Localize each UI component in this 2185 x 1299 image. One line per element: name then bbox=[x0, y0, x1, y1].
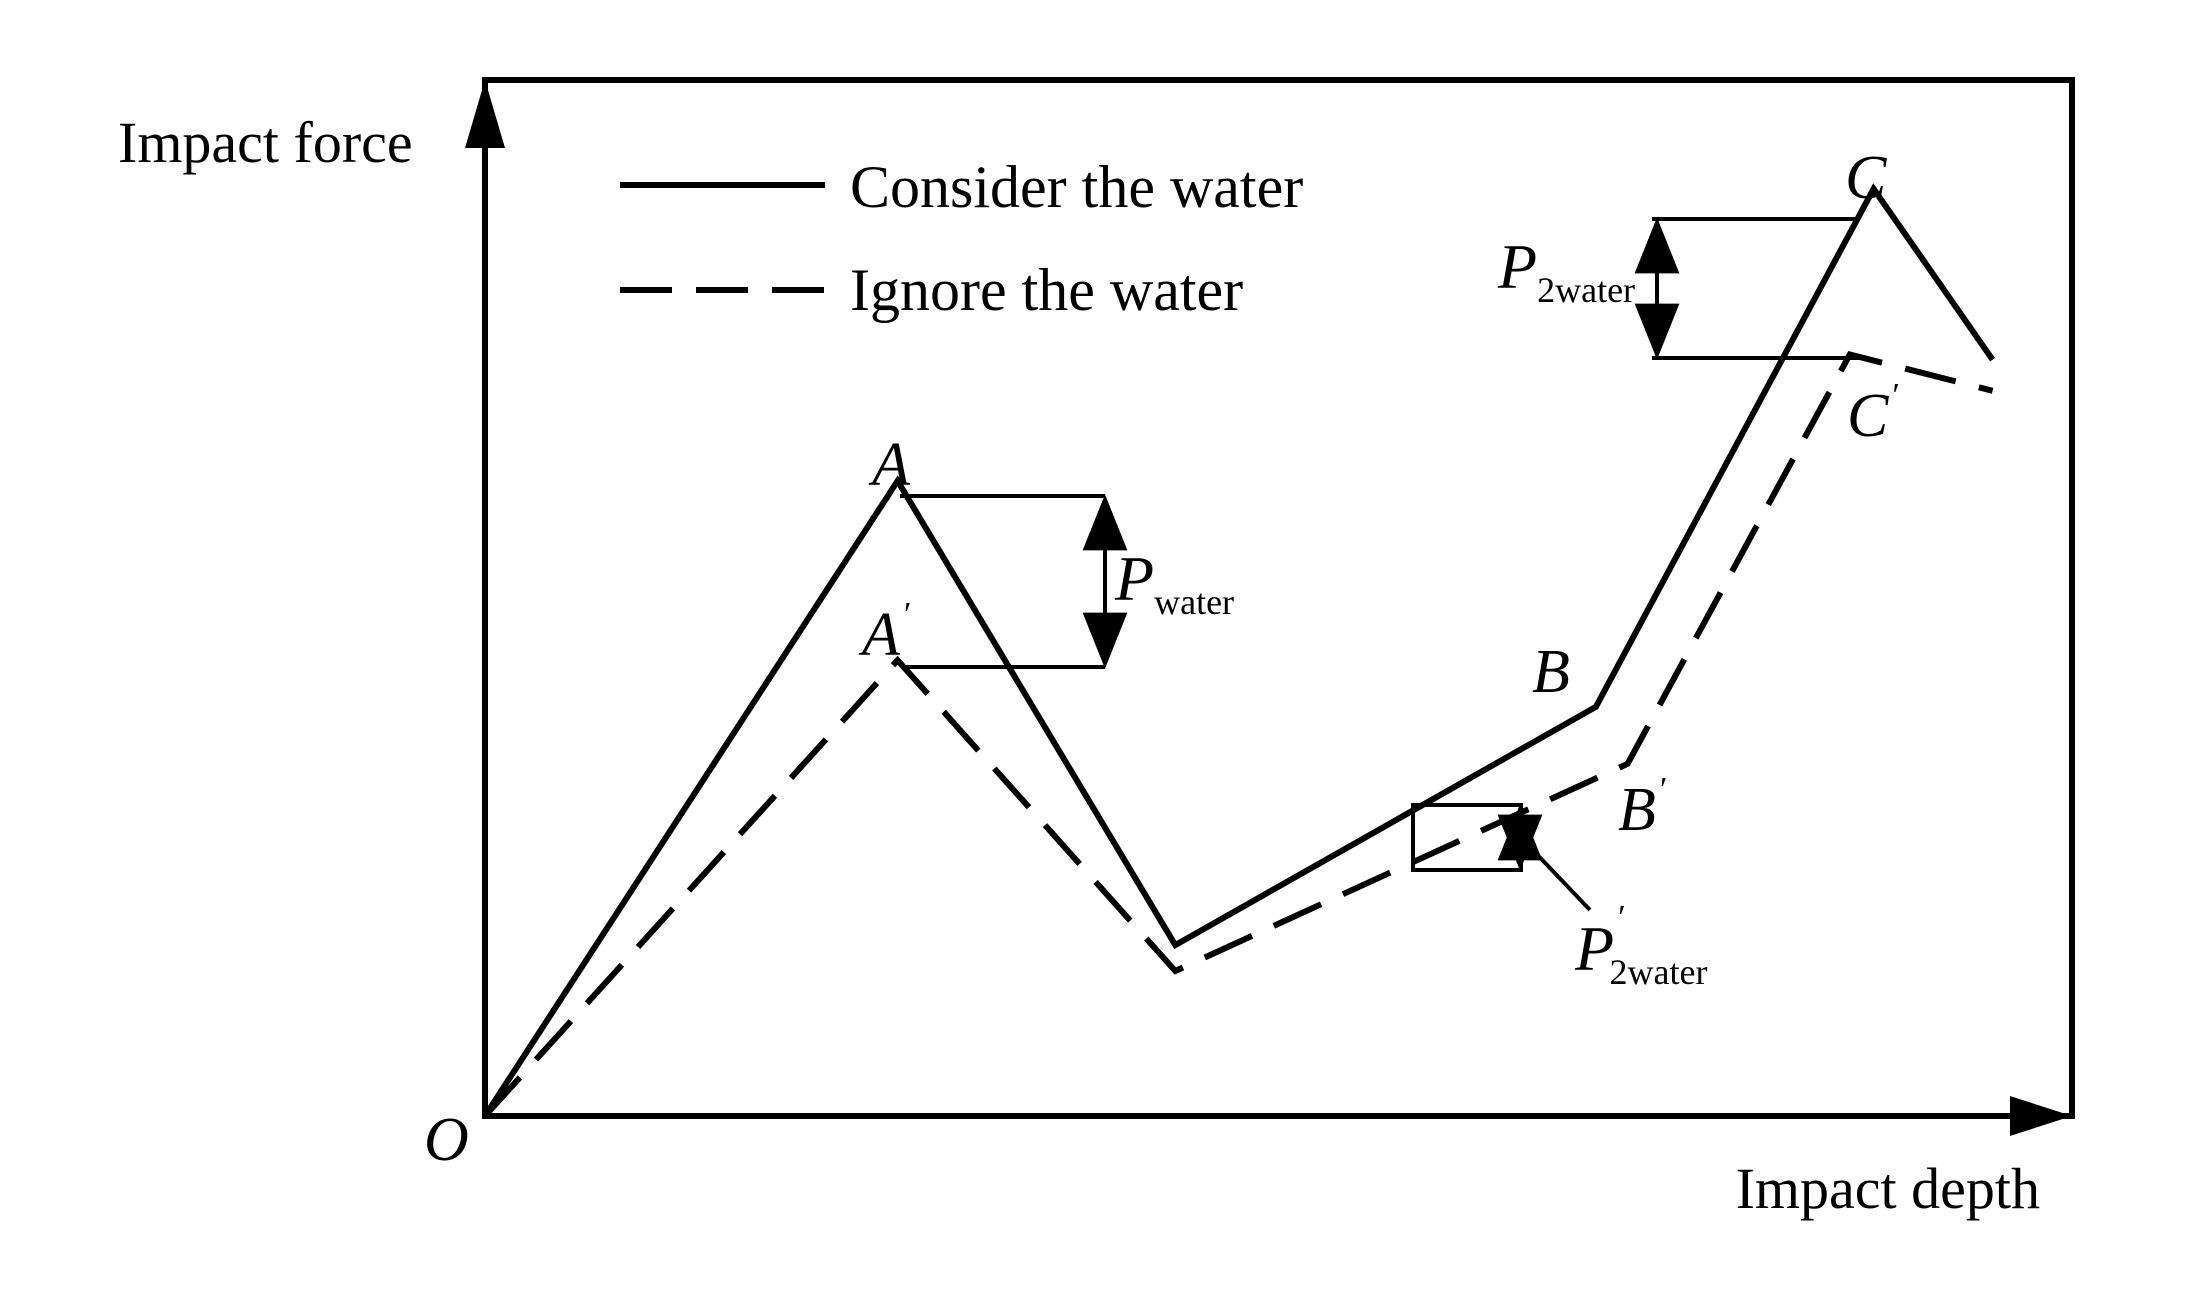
point-label-c: C bbox=[1845, 144, 1887, 212]
p-prime-2water-leader bbox=[1526, 843, 1592, 912]
x-axis-arrowhead bbox=[2010, 1096, 2072, 1136]
point-label-b: B bbox=[1532, 638, 1570, 706]
series-line-consider-water bbox=[482, 183, 1996, 1118]
legend: Consider the water Ignore the water bbox=[620, 154, 1303, 323]
x-axis-label: Impact depth bbox=[1736, 1156, 2040, 1221]
p-prime-2water-box bbox=[1411, 803, 1523, 872]
legend-label-consider: Consider the water bbox=[850, 154, 1303, 220]
p-water-label: Pwater bbox=[1114, 543, 1234, 622]
p-prime-2water-annotation: P′2water bbox=[1411, 803, 1707, 992]
point-label-b-prime: B′ bbox=[1618, 771, 1666, 844]
series-line-ignore-water bbox=[482, 351, 1994, 1119]
p-water-annotation: Pwater bbox=[900, 494, 1234, 669]
legend-label-ignore: Ignore the water bbox=[850, 257, 1243, 323]
plot-frame bbox=[482, 77, 2075, 1119]
point-label-a: A bbox=[868, 431, 911, 499]
p-prime-2water-label: P′2water bbox=[1574, 899, 1707, 992]
p-2water-annotation: P2water bbox=[1497, 217, 1862, 360]
point-label-c-prime: C′ bbox=[1847, 377, 1898, 450]
y-axis-label: Impact force bbox=[118, 110, 413, 175]
y-axis-arrowhead bbox=[465, 80, 505, 148]
origin-label: O bbox=[424, 1106, 469, 1174]
p-2water-label: P2water bbox=[1497, 231, 1635, 310]
point-label-a-prime: A′ bbox=[858, 596, 910, 669]
